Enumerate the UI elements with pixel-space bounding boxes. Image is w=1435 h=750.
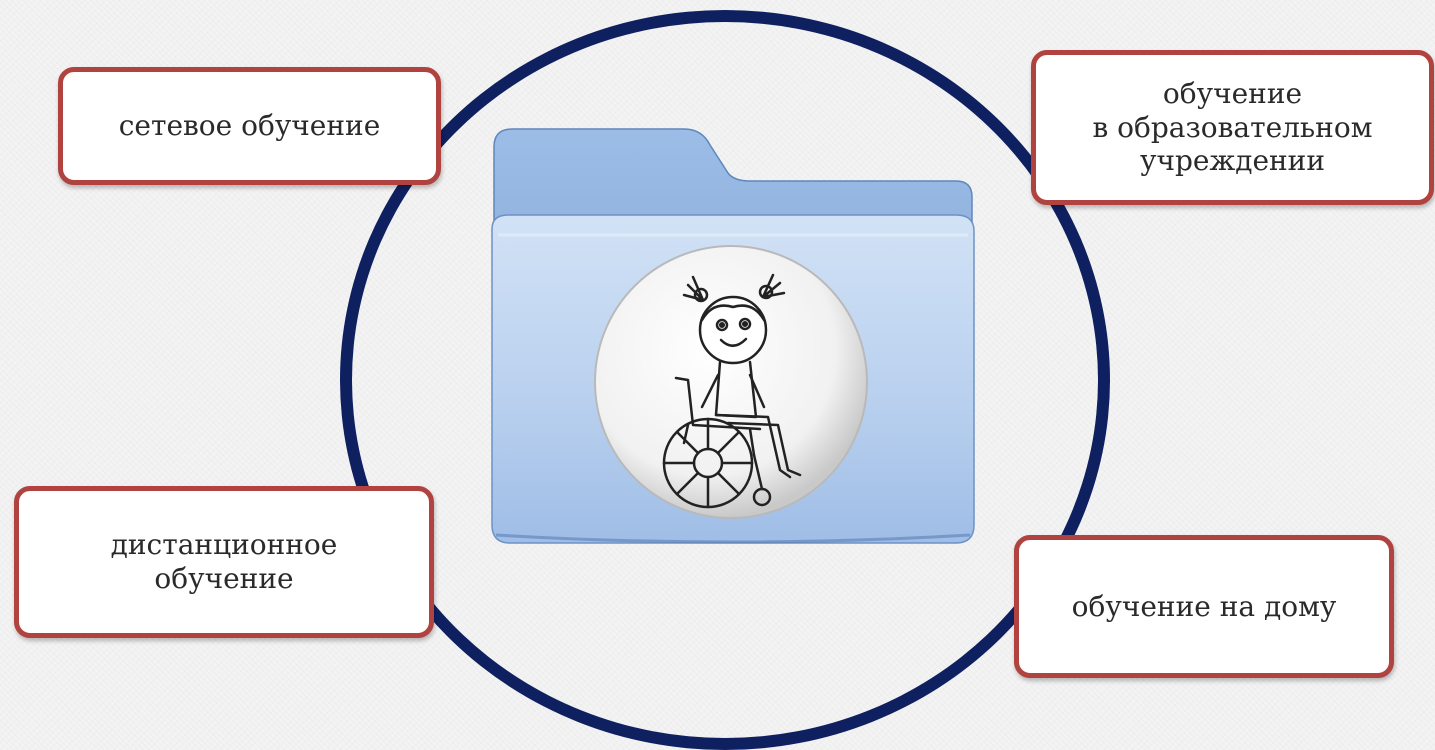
label-school-learning: обучение в образовательном учреждении xyxy=(1031,50,1434,205)
label-distance-learning-text: дистанционное обучение xyxy=(110,528,338,595)
child-in-wheelchair-icon xyxy=(594,245,868,519)
label-distance-learning: дистанционное обучение xyxy=(14,486,434,638)
label-home-learning: обучение на дому xyxy=(1014,535,1394,678)
label-school-learning-text: обучение в образовательном учреждении xyxy=(1092,77,1373,178)
label-network-learning-text: сетевое обучение xyxy=(118,109,381,143)
folder-icon xyxy=(491,128,975,544)
diagram: сетевое обучение обучение в образователь… xyxy=(14,10,1434,750)
label-network-learning: сетевое обучение xyxy=(58,67,441,185)
label-home-learning-text: обучение на дому xyxy=(1071,589,1337,623)
